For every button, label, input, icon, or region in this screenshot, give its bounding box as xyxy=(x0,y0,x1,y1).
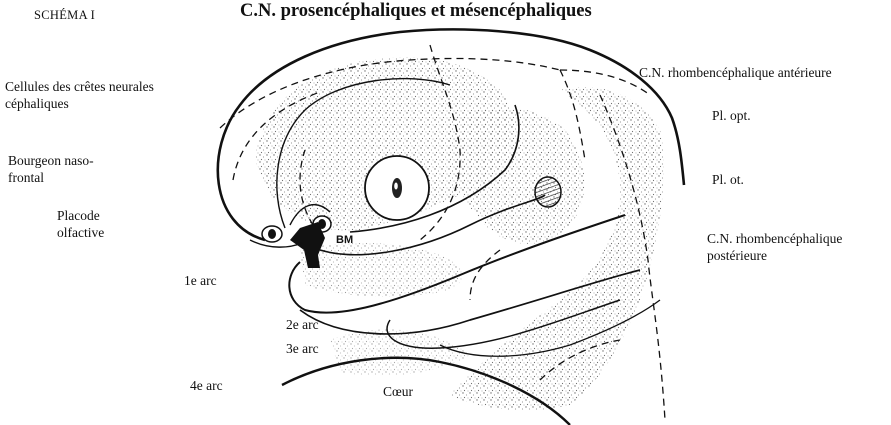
schema-label: SCHÉMA I xyxy=(34,7,95,24)
label-optic-placode: Pl. opt. xyxy=(712,107,751,124)
label-olfactory-placode: Placode olfactive xyxy=(57,207,127,241)
label-otic-placode: Pl. ot. xyxy=(712,171,744,188)
label-neural-crest: Cellules des crêtes neurales céphaliques xyxy=(5,78,155,112)
label-bm: BM xyxy=(336,232,353,249)
label-second-arch: 2e arc xyxy=(286,316,319,333)
label-third-arch: 3e arc xyxy=(286,340,319,357)
label-naso-frontal-bud: Bourgeon naso-frontal xyxy=(8,152,108,186)
diagram-title: C.N. prosencéphaliques et mésencéphaliqu… xyxy=(240,3,592,20)
otic-placode-icon xyxy=(535,177,561,207)
label-first-arch: 1e arc xyxy=(184,272,217,289)
label-rhombencephalic-posterior: C.N. rhombencéphalique postérieure xyxy=(707,230,887,264)
label-heart: Cœur xyxy=(383,383,413,400)
label-rhombencephalic-anterior: C.N. rhombencéphalique antérieure xyxy=(639,64,832,81)
label-fourth-arch: 4e arc xyxy=(190,377,223,394)
